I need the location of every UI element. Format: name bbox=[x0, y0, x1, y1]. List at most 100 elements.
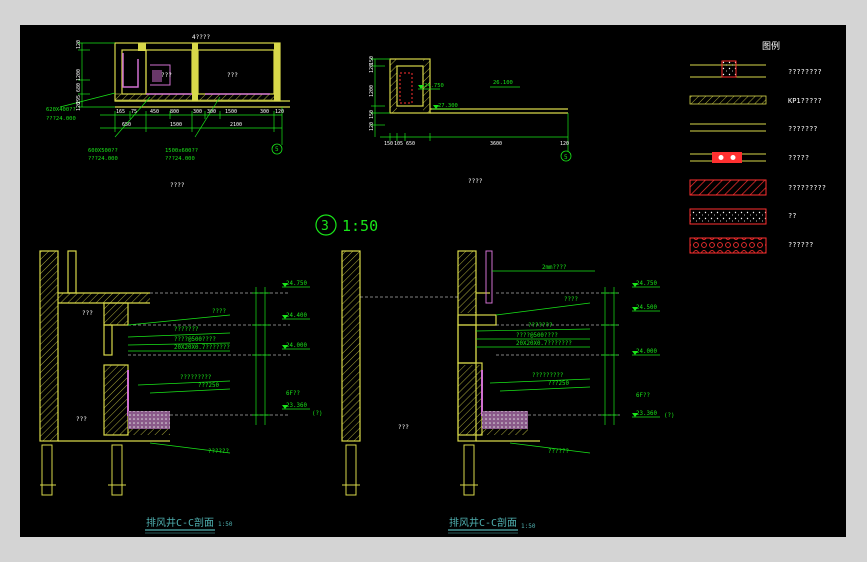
plan-left-text: 4???? ??? ??? ???? bbox=[161, 34, 238, 189]
section-callout: ????????? bbox=[532, 373, 563, 379]
section-left-room2: ??? bbox=[82, 310, 93, 317]
section-right-scale: 1:50 bbox=[521, 523, 536, 530]
section-callout: ???250 bbox=[198, 383, 219, 389]
detail-number: 3 bbox=[321, 219, 329, 234]
plan-left-notes: 620X400?? ???24.000 600X500?? ???24.000 … bbox=[46, 107, 279, 162]
elevation-label: 24.750 bbox=[636, 281, 657, 287]
section-callout: ?????? bbox=[548, 449, 569, 455]
section-left-floor-label: 6F?? bbox=[286, 391, 300, 397]
plan-right-axis-label: 5 bbox=[564, 154, 568, 161]
plan-right-caption: ???? bbox=[468, 178, 483, 185]
elevation-label: 24.400 bbox=[286, 313, 307, 319]
dimension-label: 120 bbox=[76, 102, 82, 111]
dimension-label: 120 bbox=[369, 64, 375, 73]
plan-left-note-3: 1500x600?? bbox=[165, 148, 198, 154]
legend-swatch-brick bbox=[690, 60, 766, 78]
axis-bubble-icon bbox=[560, 150, 572, 162]
section-right-room: ??? bbox=[398, 424, 409, 431]
legend: 图例 ???????? KP1??????????????????????????… bbox=[689, 40, 826, 254]
dimension-label: 2100 bbox=[230, 122, 242, 128]
axis-bubble-icon bbox=[271, 143, 283, 155]
legend-item-label: ????? bbox=[788, 154, 809, 162]
plan-right bbox=[371, 58, 572, 162]
detail-scale: 1:50 bbox=[342, 217, 378, 235]
legend-swatch-stipple bbox=[689, 208, 767, 225]
section-left-room: ??? bbox=[76, 416, 87, 423]
detail-number-bubble-icon bbox=[315, 214, 337, 236]
scale-header: 3 1:50 bbox=[315, 214, 378, 236]
dimension-label: 120 bbox=[76, 40, 82, 49]
plan-right-elev-2: 27.300 bbox=[438, 103, 458, 109]
legend-item-label: ????????? bbox=[788, 184, 826, 192]
dimension-label: 680 bbox=[76, 83, 82, 92]
dimension-label: 165 bbox=[116, 109, 125, 115]
legend-item-label: ???????? bbox=[788, 68, 822, 76]
dimension-label: 150 bbox=[369, 56, 375, 65]
dimension-label: 1500 bbox=[225, 109, 237, 115]
section-right bbox=[341, 250, 660, 534]
section-right-floor: 6F?? (?) bbox=[636, 393, 674, 419]
elevation-label: 24.000 bbox=[636, 349, 657, 355]
section-left-floor: 6F?? (?) bbox=[286, 391, 322, 417]
section-callout: ??????? bbox=[174, 327, 198, 333]
section-left-floor-tag: (?) bbox=[312, 411, 322, 417]
dimension-label: 650 bbox=[406, 141, 415, 147]
dimension-label: 1200 bbox=[369, 85, 375, 97]
dimension-label: 120 bbox=[275, 109, 284, 115]
legend-item-label: ?????? bbox=[788, 241, 813, 249]
section-callout: ????@500???? bbox=[174, 337, 216, 343]
dimension-label: 300 bbox=[193, 109, 202, 115]
plan-left-note-3b: ???24.000 bbox=[165, 156, 195, 162]
plan-left-top-note: 4???? bbox=[192, 34, 210, 41]
section-callout: ????@500???? bbox=[516, 333, 558, 339]
plan-left-room-a: ??? bbox=[161, 72, 172, 79]
dimension-label: 75 bbox=[131, 109, 137, 115]
section-callout: ???? bbox=[212, 309, 226, 315]
legend-item-label: ??????? bbox=[788, 125, 818, 133]
dimension-label: 150 bbox=[384, 141, 393, 147]
legend-swatch-double-line bbox=[690, 123, 766, 132]
dimension-label: 105 bbox=[394, 141, 403, 147]
elevation-label: 24.500 bbox=[636, 305, 657, 311]
plan-right-elev-1: 24.750 bbox=[424, 83, 444, 89]
plan-left-note-2b: ???24.000 bbox=[88, 156, 118, 162]
drawing-canvas[interactable]: 4???? ??? ??? ???? 620X400?? ???24.000 6… bbox=[20, 25, 846, 537]
dimension-label: 1500 bbox=[170, 122, 182, 128]
dimension-label: 800 bbox=[170, 109, 179, 115]
plan-left-caption: ???? bbox=[170, 182, 185, 189]
legend-swatch-hatched bbox=[689, 95, 767, 105]
section-callout: ???? bbox=[564, 297, 578, 303]
elevation-label: 24.000 bbox=[286, 343, 307, 349]
section-left-callouts: ??????????? ????@500???? 20X20X0.7????????… bbox=[174, 309, 230, 455]
section-right-callouts: ???????????????@500????20X20X0.7????????… bbox=[516, 297, 578, 455]
plan-right-text: 24.750 27.300 26.100 5 bbox=[424, 80, 568, 161]
section-callout: ?????? bbox=[208, 449, 229, 455]
section-right-floor-label: 6F?? bbox=[636, 393, 650, 399]
legend-title: 图例 bbox=[762, 40, 780, 52]
section-right-title: 排风井C-C剖面 bbox=[449, 516, 517, 529]
section-left bbox=[39, 250, 310, 534]
legend-swatch-pipe bbox=[690, 152, 766, 163]
legend-item-label: KP1????? bbox=[788, 97, 822, 105]
section-callout: ????????? bbox=[180, 375, 211, 381]
dimension-label: 650 bbox=[122, 122, 131, 128]
dimension-label: 120 bbox=[369, 122, 375, 131]
legend-swatch-gravel bbox=[689, 237, 767, 254]
section-left-scale: 1:50 bbox=[218, 521, 233, 528]
dimension-label: 3600 bbox=[490, 141, 502, 147]
plan-right-elev-3: 26.100 bbox=[493, 80, 513, 86]
section-callout: 20X20X0.7??????? bbox=[516, 341, 572, 347]
elevation-label: 23.360 bbox=[636, 411, 657, 417]
section-callout: 20X20X0.7??????? bbox=[174, 345, 230, 351]
section-callout: ???250 bbox=[548, 381, 569, 387]
dimension-label: 150 bbox=[369, 110, 375, 119]
dimension-label: 120 bbox=[560, 141, 569, 147]
cad-drawing: 4???? ??? ??? ???? 620X400?? ???24.000 6… bbox=[39, 34, 826, 534]
plan-left-axis-label: 5 bbox=[275, 146, 279, 153]
elevation-label: 23.360 bbox=[286, 403, 307, 409]
